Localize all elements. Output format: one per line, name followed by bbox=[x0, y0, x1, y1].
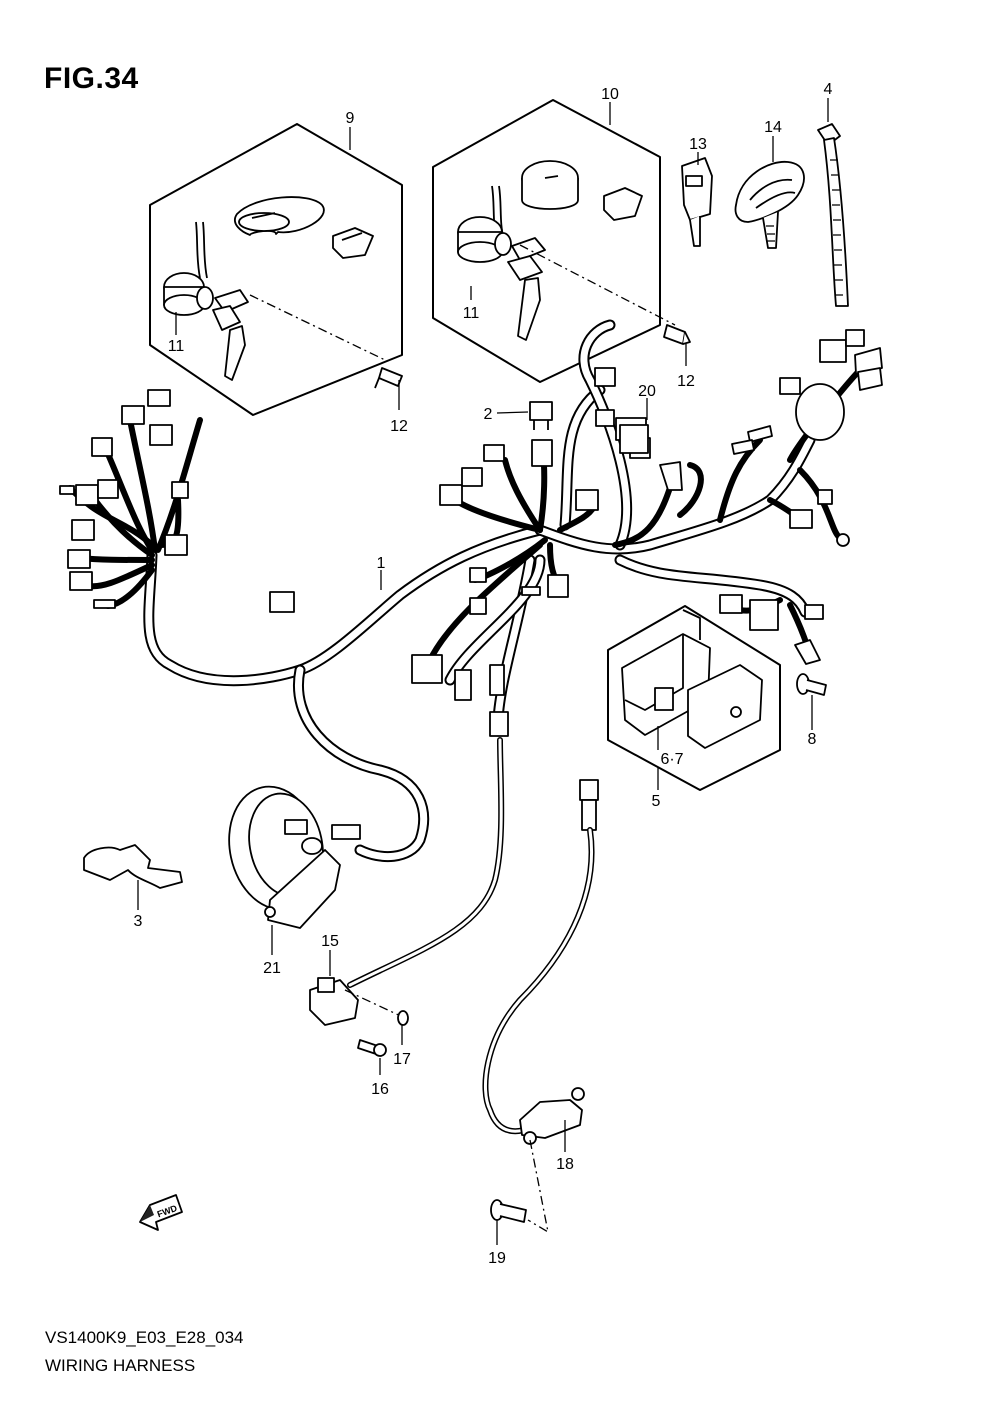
callout-3: 3 bbox=[134, 913, 143, 930]
part-group-5 bbox=[607, 605, 781, 791]
callout-10: 10 bbox=[601, 86, 619, 103]
callout-8: 8 bbox=[808, 731, 817, 748]
callout-11-left: 11 bbox=[168, 338, 185, 355]
callout-6-7: 6·7 bbox=[660, 751, 683, 768]
callout-21: 21 bbox=[263, 960, 281, 977]
callout-5: 5 bbox=[652, 793, 661, 810]
leader-lines bbox=[137, 98, 829, 1245]
screw-12-right bbox=[663, 324, 691, 345]
sensor-18 bbox=[482, 779, 599, 1145]
callout-4: 4 bbox=[824, 81, 833, 98]
part-group-10 bbox=[432, 99, 676, 383]
figure-name: WIRING HARNESS bbox=[45, 1356, 196, 1375]
callout-1: 1 bbox=[377, 555, 386, 572]
callout-11-right: 11 bbox=[463, 305, 480, 322]
screw-8 bbox=[796, 673, 827, 696]
callout-15: 15 bbox=[321, 933, 339, 950]
forward-arrow-icon: FWD bbox=[139, 1194, 183, 1231]
bolt-19 bbox=[490, 1139, 549, 1234]
part-group-9 bbox=[149, 123, 403, 416]
callout-17: 17 bbox=[393, 1051, 411, 1068]
bracket-3 bbox=[83, 844, 183, 889]
callout-12-left: 12 bbox=[390, 418, 408, 435]
callout-18: 18 bbox=[556, 1156, 574, 1173]
callout-12-right: 12 bbox=[677, 373, 695, 390]
callout-20: 20 bbox=[638, 383, 656, 400]
callout-19: 19 bbox=[488, 1250, 506, 1267]
figure-title: FIG.34 bbox=[44, 62, 139, 95]
horn-21 bbox=[228, 785, 361, 929]
relay-2 bbox=[529, 401, 553, 430]
relay-20 bbox=[619, 424, 649, 454]
wiring-harness-1 bbox=[67, 319, 863, 863]
callout-13: 13 bbox=[689, 136, 707, 153]
callout-14: 14 bbox=[764, 119, 782, 136]
callout-labels: 1 2 3 4 5 6·7 8 9 10 11 11 12 12 13 14 1… bbox=[134, 81, 833, 1267]
key-13 bbox=[681, 157, 713, 247]
figure-code: VS1400K9_E03_E28_034 bbox=[45, 1328, 244, 1347]
callout-9: 9 bbox=[346, 110, 355, 127]
cable-tie-4 bbox=[817, 123, 849, 307]
switch-15 bbox=[309, 737, 505, 1057]
callout-2: 2 bbox=[484, 406, 493, 423]
key-14 bbox=[734, 161, 805, 249]
callout-16: 16 bbox=[371, 1081, 389, 1098]
